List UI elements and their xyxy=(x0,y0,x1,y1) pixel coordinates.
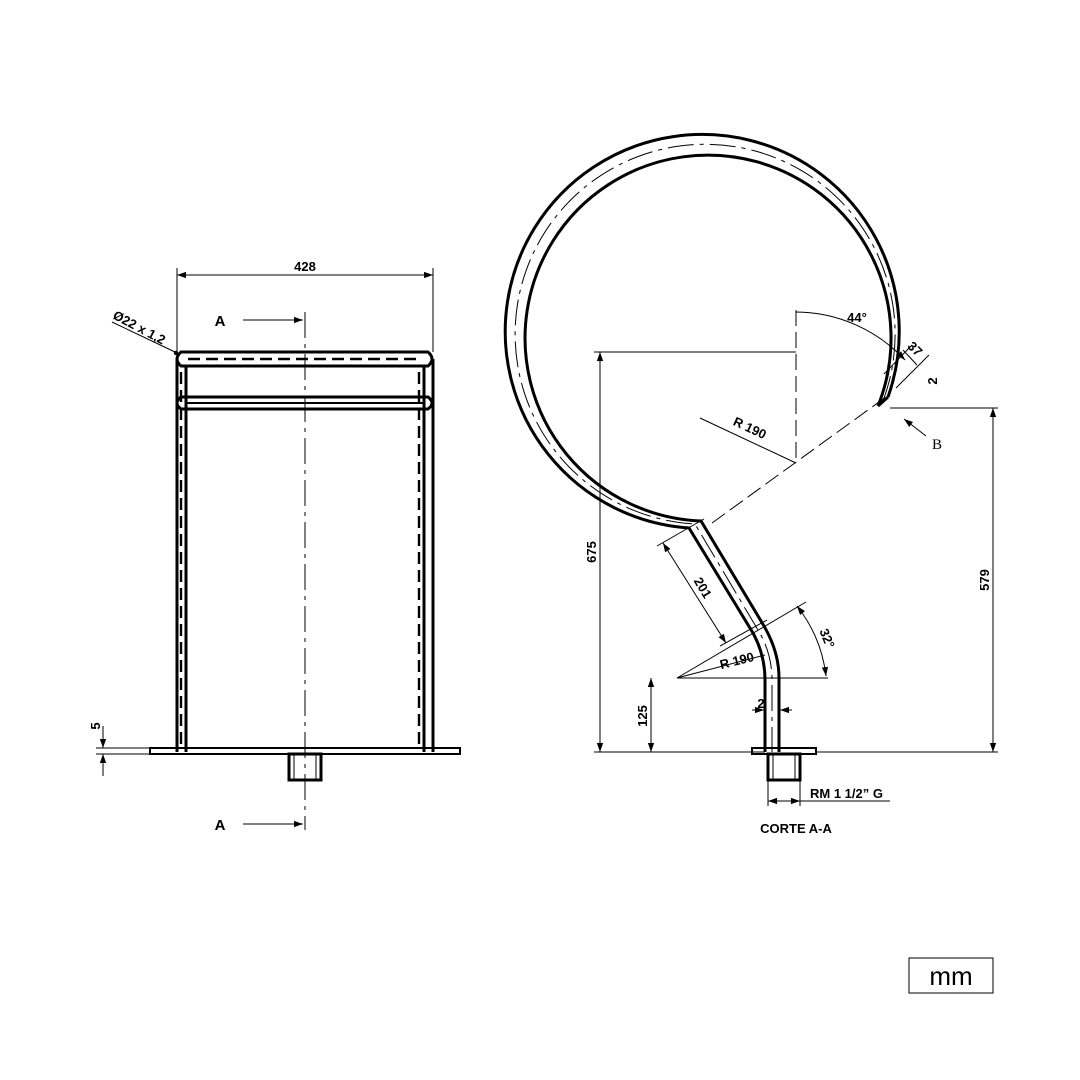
units-box: mm xyxy=(908,957,994,994)
tube-spec-leader xyxy=(111,321,176,353)
straight-length-dimension: 201 xyxy=(691,575,715,601)
tube-wall-dimension: 2 xyxy=(925,377,940,384)
top-rail xyxy=(175,350,434,368)
width-dimension: 428 xyxy=(294,259,316,274)
outlet-height-dimension: 579 xyxy=(977,569,992,591)
wall-dimension: 2 xyxy=(757,696,764,711)
units-label: mm xyxy=(929,961,972,991)
tube-length-dimension: 37 xyxy=(905,338,926,359)
section-fitting xyxy=(766,752,802,782)
front-view: 428 Ø22 x 1,2 A 5 xyxy=(88,259,461,834)
bend-height-dimension: 125 xyxy=(635,705,650,727)
section-mark-top: A xyxy=(215,313,226,330)
lower-angle: 32° xyxy=(817,626,838,650)
thread-spec: RM 1 1/2” G xyxy=(810,786,883,801)
top-angle: 44° xyxy=(847,310,867,325)
detail-mark: B xyxy=(932,437,942,453)
section-view: 44° 37 2 B R 190 201 R 190 32° 675 xyxy=(503,132,998,836)
section-caption: CORTE A-A xyxy=(760,821,832,836)
total-height-dimension: 675 xyxy=(584,541,599,563)
plate-thickness-dimension: 5 xyxy=(88,722,103,729)
tube-outer-edge xyxy=(523,153,893,752)
tube-spec-label: Ø22 x 1,2 xyxy=(111,307,168,347)
lower-radius: R 190 xyxy=(718,649,755,672)
bottom-fitting xyxy=(287,752,323,782)
tube-inner-edge xyxy=(503,132,901,752)
section-mark-bottom: A xyxy=(215,817,226,834)
tube-centerline xyxy=(514,143,896,752)
upper-radius: R 190 xyxy=(731,414,769,442)
